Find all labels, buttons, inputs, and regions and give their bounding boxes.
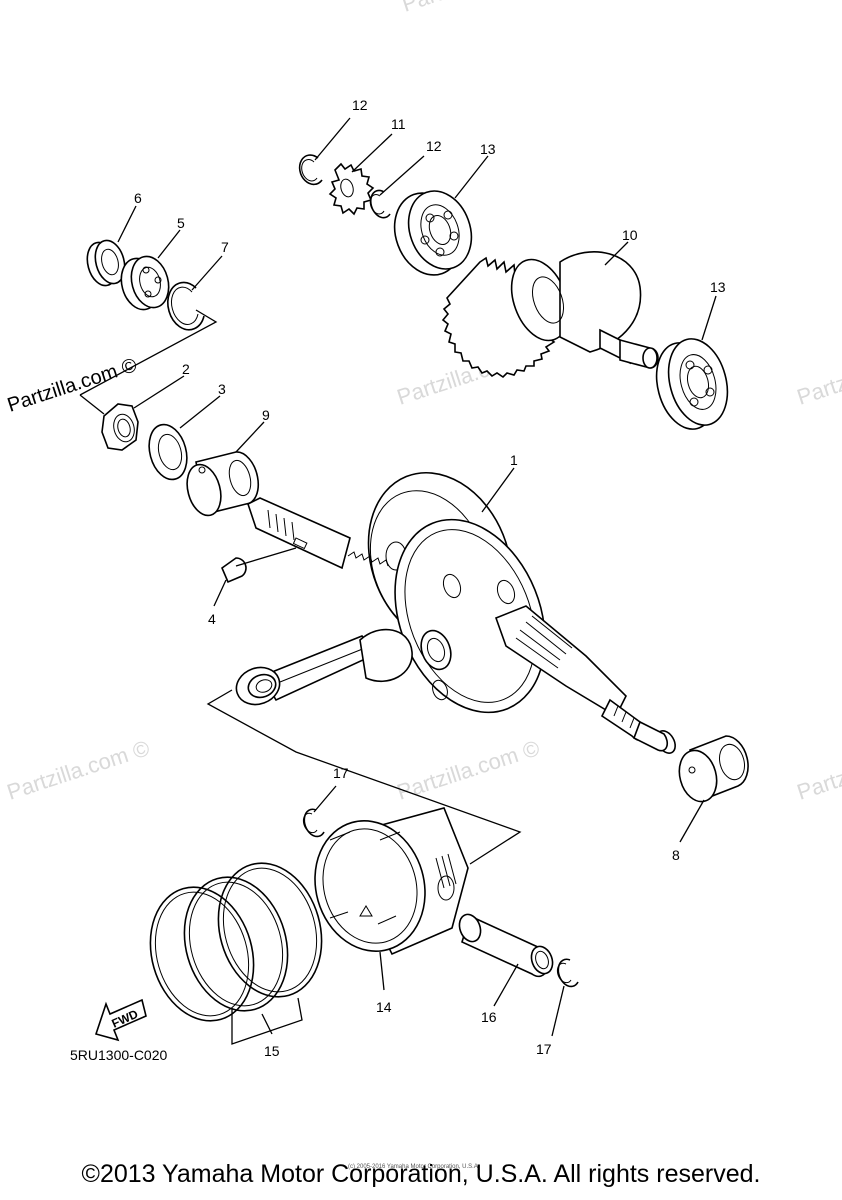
sprocket-11 [328,162,375,216]
leader-17b [551,985,565,1037]
callout-17: 17 [536,1041,552,1057]
circlip-17-lower [556,958,579,988]
callout-12: 12 [352,97,368,113]
assembly-bracket [206,689,522,865]
leader-10 [604,241,629,266]
group-bracket-lower [79,394,105,415]
leader-9 [235,421,265,453]
washer-3 [148,423,188,481]
watermark: Partzilla.com © [794,735,842,805]
callout-3: 3 [218,381,226,397]
leader-13b [701,295,717,341]
callout-7: 7 [221,239,229,255]
piston-rings-15 [149,862,323,1022]
circlip-12-upper [298,154,323,186]
leader-17a [313,785,337,813]
circlip-17-upper [302,808,325,838]
drive-gear-10 [441,251,659,379]
callout-9: 9 [262,407,270,423]
callout-17: 17 [333,765,349,781]
leader-7 [191,255,223,291]
fwd-label: FWD [110,1007,141,1031]
copyright-notice: ©2013 Yamaha Motor Corporation, U.S.A. A… [81,1160,761,1188]
leader-11 [351,133,393,173]
bearing-9 [186,451,260,517]
crankshaft-1 [235,471,676,754]
callout-labels: 12 11 12 13 6 5 7 10 13 2 3 9 1 4 17 8 1… [134,97,726,1059]
circlip-12-lower [369,189,391,219]
fine-print: (c) 2005-2016 Yamaha Motor Corporation, … [348,1164,480,1170]
watermark: Partzilla.com © [399,0,548,17]
bearing-13-lower [655,338,729,430]
leader-4a [235,547,297,567]
piston-pin-16 [458,913,554,978]
leader-14 [379,951,385,991]
watermark: Partzilla.com © [4,735,153,805]
bearing-8 [678,735,749,803]
callout-6: 6 [134,190,142,206]
leader-2 [133,375,185,409]
callout-16: 16 [481,1009,497,1025]
leader-8 [679,799,705,843]
callout-5: 5 [177,215,185,231]
leader-12b [379,155,425,196]
callout-12: 12 [426,138,442,154]
callout-15: 15 [264,1043,280,1059]
leader-13a [454,155,489,199]
callout-14: 14 [376,999,392,1015]
callout-8: 8 [672,847,680,863]
callout-2: 2 [182,361,190,377]
key-4 [221,557,247,584]
callout-11: 11 [391,116,406,132]
callout-4: 4 [208,611,216,627]
watermark: Partzilla.com © [794,340,842,410]
leader-1 [481,467,515,513]
oil-seal-6 [86,239,126,287]
piston-14 [314,807,469,956]
bracket-15 [231,997,303,1045]
callout-13: 13 [710,279,726,295]
leader-3 [179,395,221,429]
callout-13: 13 [480,141,496,157]
nut-2 [101,403,139,451]
leader-6 [117,205,137,243]
bearing-13-upper [393,190,473,276]
callout-10: 10 [622,227,638,243]
leader-5 [157,229,181,259]
callout-1: 1 [510,452,518,468]
leader-12a [314,117,351,161]
group-bracket [79,309,218,396]
fwd-arrow-icon: FWD [94,998,147,1042]
leader-15 [261,1013,273,1035]
leader-16 [493,963,519,1007]
diagram-code: 5RU1300-C020 [70,1047,167,1063]
bearing-5 [120,255,170,311]
circlip-7 [167,281,205,331]
leader-4b [213,579,227,607]
